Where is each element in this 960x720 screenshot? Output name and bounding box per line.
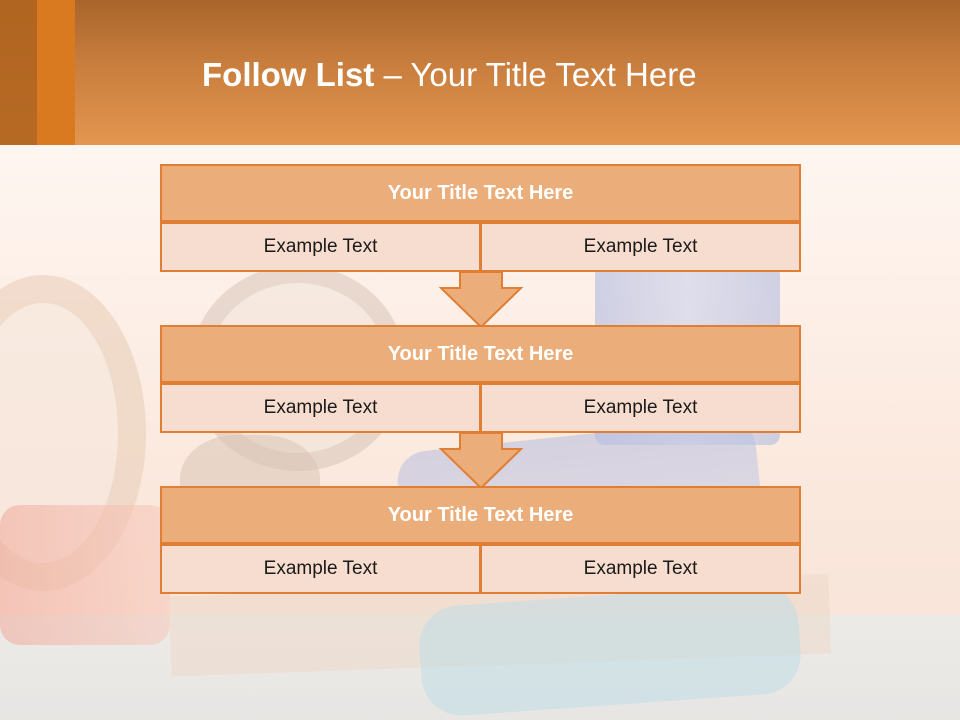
down-arrow-icon xyxy=(438,271,524,329)
flow-step-left-cell: Example Text xyxy=(160,222,481,272)
flow-step-right-cell: Example Text xyxy=(480,544,801,594)
flow-step-right-cell: Example Text xyxy=(480,383,801,433)
header-banner: Follow List – Your Title Text Here xyxy=(0,0,960,145)
red-roller xyxy=(0,505,170,645)
flow-step-title: Your Title Text Here xyxy=(160,164,801,222)
flow-step-left-cell: Example Text xyxy=(160,383,481,433)
title-rest: – Your Title Text Here xyxy=(374,56,697,93)
down-arrow-icon xyxy=(438,432,524,490)
flow-step-left-cell: Example Text xyxy=(160,544,481,594)
header-accent-strip-dark xyxy=(0,0,37,145)
flow-step-title: Your Title Text Here xyxy=(160,486,801,544)
header-accent-strip-light xyxy=(37,0,75,145)
flow-step-title: Your Title Text Here xyxy=(160,325,801,383)
title-bold: Follow List xyxy=(202,56,375,93)
flow-step-right-cell: Example Text xyxy=(480,222,801,272)
page-title: Follow List – Your Title Text Here xyxy=(202,56,697,94)
